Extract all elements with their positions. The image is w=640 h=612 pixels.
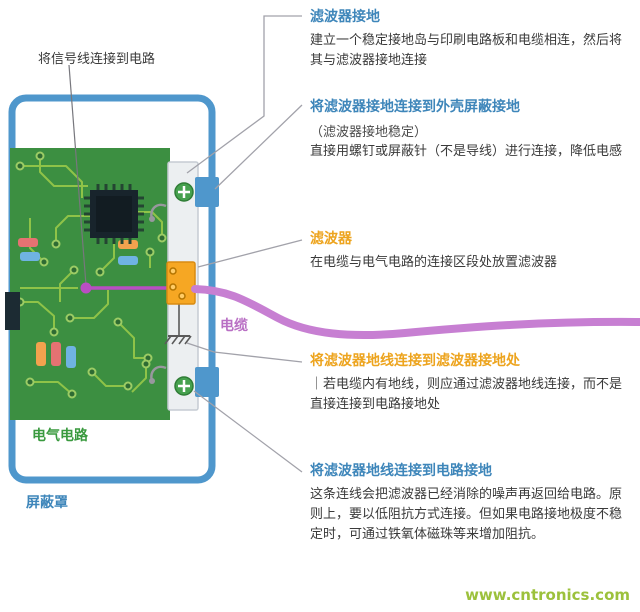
shield-connector-top bbox=[195, 177, 219, 207]
cable-label: 电缆 bbox=[220, 318, 248, 334]
annotation-connect-shield-ground: 将滤波器接地连接到外壳屏蔽接地 （滤波器接地稳定） 直接用螺钉或屏蔽针（不是导线… bbox=[310, 96, 634, 162]
pcb-components bbox=[5, 238, 138, 368]
hook-dot-top bbox=[149, 216, 155, 222]
signal-connection-dot bbox=[80, 282, 92, 294]
ground-screw-bottom-icon bbox=[174, 376, 194, 396]
annotation-filter-ground: 滤波器接地 建立一个稳定接地岛与印刷电路板和电缆相连，然后将其与滤波器接地连接 bbox=[310, 6, 634, 71]
leader-circuit-ground bbox=[193, 390, 303, 473]
annotation-body: 在电缆与电气电路的连接区段处放置滤波器 bbox=[310, 255, 558, 270]
annotation-title: 将滤波器接地连接到外壳屏蔽接地 bbox=[310, 99, 520, 115]
annotation-body: 建立一个稳定接地岛与印刷电路板和电缆相连，然后将其与滤波器接地连接 bbox=[310, 33, 623, 69]
leader-filter bbox=[197, 239, 303, 268]
leader-shield-ground bbox=[214, 104, 303, 190]
shield-connector-bottom bbox=[195, 367, 219, 397]
annotation-title: 滤波器接地 bbox=[310, 9, 380, 25]
annotation-filter-groundwire-to-circuitground: 将滤波器地线连接到电路接地 这条连线会把滤波器已经消除的噪声再返回给电路。原则上… bbox=[310, 460, 634, 545]
circuit-label: 电气电路 bbox=[32, 428, 88, 444]
annotation-leaders bbox=[186, 15, 303, 473]
ground-symbol bbox=[164, 304, 192, 345]
filter-box bbox=[166, 261, 196, 305]
pcb-board bbox=[5, 148, 170, 420]
annotation-filter: 滤波器 在电缆与电气电路的连接区段处放置滤波器 bbox=[310, 228, 634, 273]
annotation-title: 滤波器 bbox=[310, 231, 352, 247]
signal-line bbox=[80, 282, 175, 294]
annotation-body: ｜若电缆内有地线，则应通过滤波器地线连接，而不是直接连接到电路接地处 bbox=[310, 377, 623, 413]
leader-filter-ground bbox=[186, 15, 302, 174]
cable-line bbox=[191, 285, 640, 340]
annotation-filter-groundwire-to-filterground: 将滤波器地线连接到滤波器接地处 ｜若电缆内有地线，则应通过滤波器地线连接，而不是… bbox=[310, 350, 634, 415]
hook-dot-bottom bbox=[149, 378, 155, 384]
shield-label: 屏蔽罩 bbox=[26, 495, 68, 511]
signal-note-label: 将信号线连接到电路 bbox=[38, 52, 156, 67]
ic-chip bbox=[84, 184, 144, 244]
watermark: www.cntronics.com bbox=[465, 586, 630, 604]
ground-screw-top-icon bbox=[174, 182, 194, 202]
signal-note-leader-line bbox=[68, 64, 87, 286]
annotation-subtitle: （滤波器接地稳定） bbox=[310, 125, 428, 140]
annotation-title: 将滤波器地线连接到电路接地 bbox=[310, 463, 492, 479]
annotation-title: 将滤波器地线连接到滤波器接地处 bbox=[310, 353, 520, 369]
leader-filter-groundwire bbox=[186, 342, 303, 363]
annotation-body: 这条连线会把滤波器已经消除的噪声再返回给电路。原则上，要以低阻抗方式连接。但如果… bbox=[310, 487, 623, 543]
annotation-body: 直接用螺钉或屏蔽针（不是导线）进行连接，降低电感 bbox=[310, 144, 623, 159]
